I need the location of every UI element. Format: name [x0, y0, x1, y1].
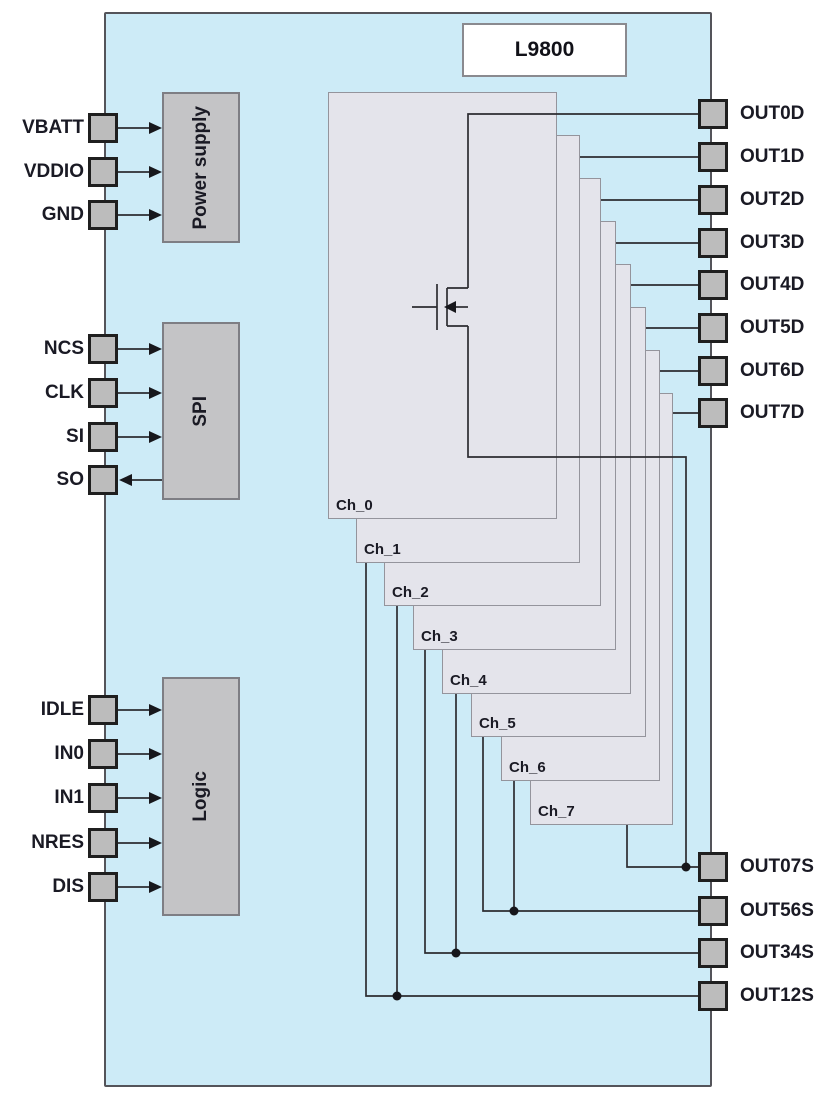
channel-label-6: Ch_6 [509, 759, 546, 776]
spi-block: SPI [162, 322, 240, 500]
pin-out4d [698, 270, 728, 300]
pin-out5d [698, 313, 728, 343]
pin-out3d [698, 228, 728, 258]
pin-label-out1d: OUT1D [740, 146, 805, 167]
pin-gnd [88, 200, 118, 230]
pin-label-in1: IN1 [54, 787, 84, 808]
power-supply-label: Power supply [190, 105, 211, 230]
pin-so [88, 465, 118, 495]
pin-out0d [698, 99, 728, 129]
pin-label-out4d: OUT4D [740, 274, 805, 295]
pin-out2d [698, 185, 728, 215]
pin-label-out34s: OUT34S [740, 942, 814, 963]
pin-nres [88, 828, 118, 858]
pin-label-out3d: OUT3D [740, 232, 805, 253]
pin-in1 [88, 783, 118, 813]
chip-title: L9800 [514, 38, 575, 61]
pin-label-so: SO [56, 469, 84, 490]
pin-dis [88, 872, 118, 902]
pin-label-ncs: NCS [43, 338, 84, 359]
pin-out12s [698, 981, 728, 1011]
chip-title-box: L9800 [462, 23, 627, 77]
pin-label-out12s: OUT12S [740, 985, 814, 1006]
pin-label-vbatt: VBATT [22, 117, 84, 138]
pin-label-clk: CLK [44, 382, 84, 403]
channel-label-2: Ch_2 [392, 584, 429, 601]
power-supply-block: Power supply [162, 92, 240, 243]
pin-label-out2d: OUT2D [740, 189, 805, 210]
pin-label-out6d: OUT6D [740, 360, 805, 381]
channel-label-0: Ch_0 [336, 497, 373, 514]
pin-label-gnd: GND [41, 204, 84, 225]
pin-out07s [698, 852, 728, 882]
pin-label-idle: IDLE [40, 699, 84, 720]
pin-label-nres: NRES [31, 832, 84, 853]
logic-block: Logic [162, 677, 240, 916]
channel-label-3: Ch_3 [421, 628, 458, 645]
pin-label-in0: IN0 [54, 743, 84, 764]
pin-label-out5d: OUT5D [740, 317, 805, 338]
pin-ncs [88, 334, 118, 364]
pin-clk [88, 378, 118, 408]
pin-out1d [698, 142, 728, 172]
pin-out7d [698, 398, 728, 428]
channel-label-4: Ch_4 [450, 672, 487, 689]
pin-out56s [698, 896, 728, 926]
pin-si [88, 422, 118, 452]
pin-label-si: SI [66, 426, 84, 447]
channel-label-1: Ch_1 [364, 541, 401, 558]
pin-idle [88, 695, 118, 725]
channel-block-0: Ch_0 [328, 92, 557, 519]
logic-label: Logic [190, 771, 211, 822]
pin-label-out7d: OUT7D [740, 402, 805, 423]
pin-label-out56s: OUT56S [740, 900, 814, 921]
pin-label-dis: DIS [52, 876, 84, 897]
pin-label-vddio: VDDIO [23, 161, 84, 182]
pin-in0 [88, 739, 118, 769]
spi-label: SPI [190, 395, 211, 427]
pin-out34s [698, 938, 728, 968]
pin-label-out07s: OUT07S [740, 856, 814, 877]
pin-out6d [698, 356, 728, 386]
pin-label-out0d: OUT0D [740, 103, 805, 124]
channel-label-5: Ch_5 [479, 715, 516, 732]
channel-label-7: Ch_7 [538, 803, 575, 820]
pin-vbatt [88, 113, 118, 143]
pin-vddio [88, 157, 118, 187]
